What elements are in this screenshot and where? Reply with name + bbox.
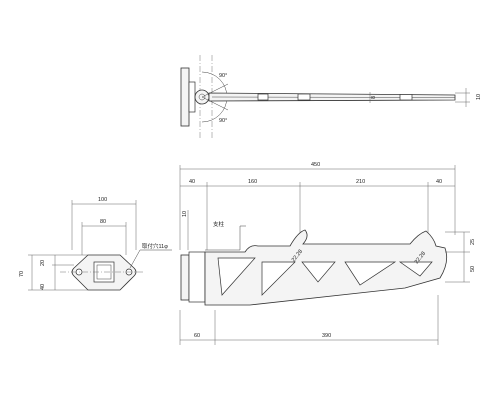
top-view: 90° 90° 8 10 bbox=[180, 55, 482, 140]
front-dim-50-label: 50 bbox=[470, 266, 476, 272]
side-dim-40-label: 40 bbox=[40, 284, 46, 290]
top-wall-plate bbox=[180, 67, 190, 127]
top-arm-slot-1 bbox=[257, 93, 269, 101]
top-angle-label-bottom: 90° bbox=[219, 118, 227, 124]
front-dim-390-label: 390 bbox=[322, 333, 331, 339]
front-support-leader bbox=[205, 225, 246, 251]
front-dim-10-label: 10 bbox=[182, 211, 188, 217]
top-angle-line-1 bbox=[201, 83, 229, 98]
top-plate-boss bbox=[188, 81, 196, 113]
side-dim-80-label: 80 bbox=[100, 219, 106, 225]
front-rib-4 bbox=[344, 261, 397, 286]
front-dim-450-label: 450 bbox=[311, 162, 320, 168]
front-rib-3 bbox=[301, 261, 336, 283]
front-rib-2 bbox=[261, 261, 296, 296]
front-dim-60-label: 60 bbox=[194, 333, 200, 339]
front-rib-5 bbox=[398, 261, 433, 277]
top-arm-center bbox=[211, 96, 456, 98]
front-dim-40-right-label: 40 bbox=[436, 179, 442, 185]
side-dim-20-label: 20 bbox=[40, 260, 46, 266]
side-hole-leader bbox=[129, 249, 172, 269]
front-rib-1 bbox=[217, 257, 256, 296]
top-angle-label-top: 90° bbox=[219, 73, 227, 79]
front-dim-25-label: 25 bbox=[470, 239, 476, 245]
front-post bbox=[180, 254, 190, 301]
top-angle-line-2 bbox=[201, 96, 229, 111]
front-dim-40-left-label: 40 bbox=[189, 179, 195, 185]
front-dim-160-label: 160 bbox=[248, 179, 257, 185]
top-hub-hole bbox=[198, 93, 206, 101]
front-post-bracket bbox=[188, 251, 206, 303]
side-view: 100 80 取付穴11φ 70 20 40 bbox=[19, 197, 172, 291]
top-arm-slot-2 bbox=[297, 93, 311, 101]
top-arm-slot-3 bbox=[399, 94, 413, 101]
top-dim-10-label: 10 bbox=[476, 94, 482, 100]
side-dim-100-label: 100 bbox=[98, 197, 107, 203]
top-dim-8-label: 8 bbox=[371, 96, 377, 99]
side-dim-70-label: 70 bbox=[19, 271, 25, 277]
front-support-label: 支柱 bbox=[213, 220, 225, 228]
front-view: 450 40 160 210 40 10 支柱 22.28 22.28 25 5… bbox=[179, 162, 476, 345]
side-hole-label: 取付穴11φ bbox=[142, 242, 168, 250]
front-dim-210-label: 210 bbox=[356, 179, 365, 185]
